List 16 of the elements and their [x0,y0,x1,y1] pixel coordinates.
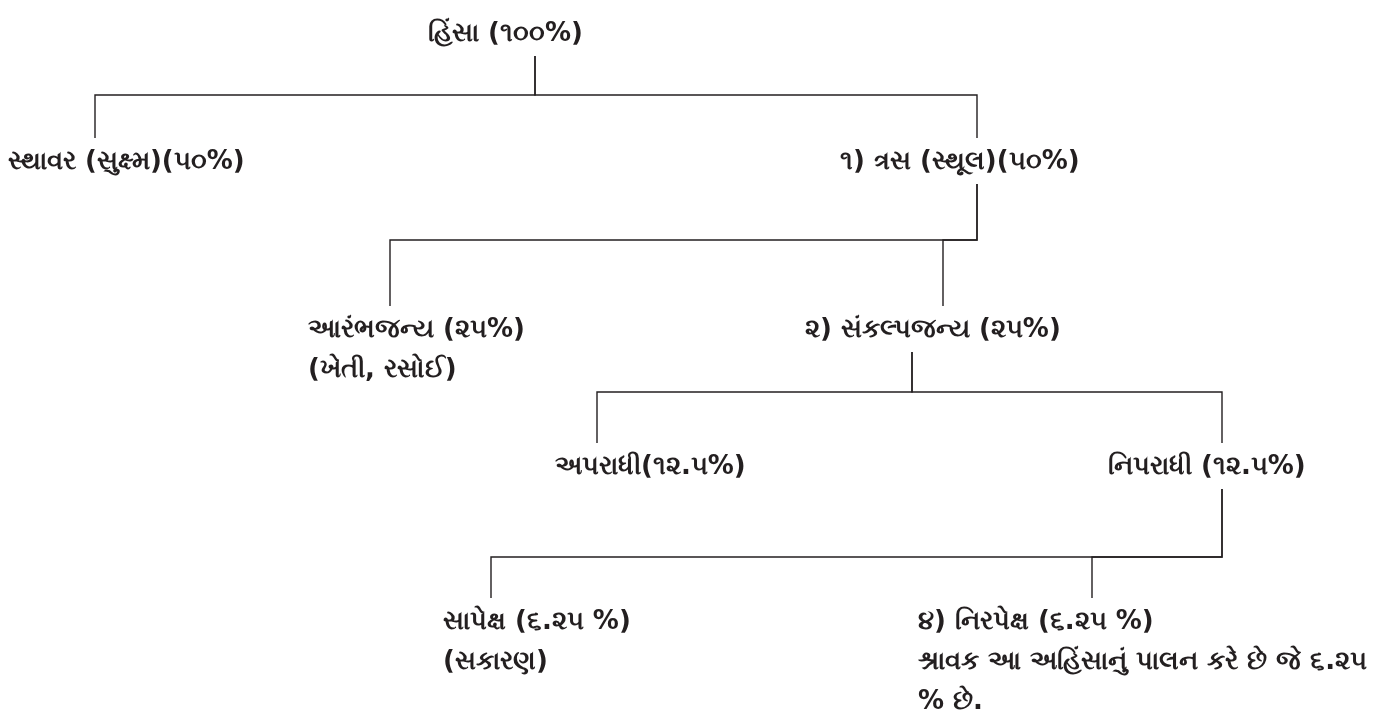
tree-connector [534,55,978,139]
node-label: સાપેક્ષ (૬.૨૫ %) [443,604,632,637]
node-label: અપરાધી(૧૨.૫%) [555,449,747,482]
node-label: ૨) સંકલ્પજન્ય (૨૫%) [805,312,1062,345]
tree-connector [942,183,978,307]
node-note: (સકારણ) [443,644,549,677]
node-label: આરંભજન્ય (૨૫%) [308,312,526,345]
node-label: ૪) નિરપેક્ષ (૬.૨૫ %) [918,604,1155,637]
node-label: નિપરાધી (૧૨.૫%) [1108,449,1307,482]
node-label: હિંસા (૧૦૦%) [428,16,584,49]
tree-connector [911,351,1223,444]
node-note: શ્રાવક આ અહિંસાનું પાલન કરે છે જે ૬.૨૫ % છે. [918,644,1369,717]
node-label: ૧) ત્રસ (સ્થૂલ)(૫૦%) [840,144,1081,178]
node-note: (ખેતી, રસોઈ) [308,352,458,385]
tree-connector [1091,488,1223,599]
node-label: સ્થાવર (સુક્ષ્મ)(૫૦%) [8,144,246,178]
